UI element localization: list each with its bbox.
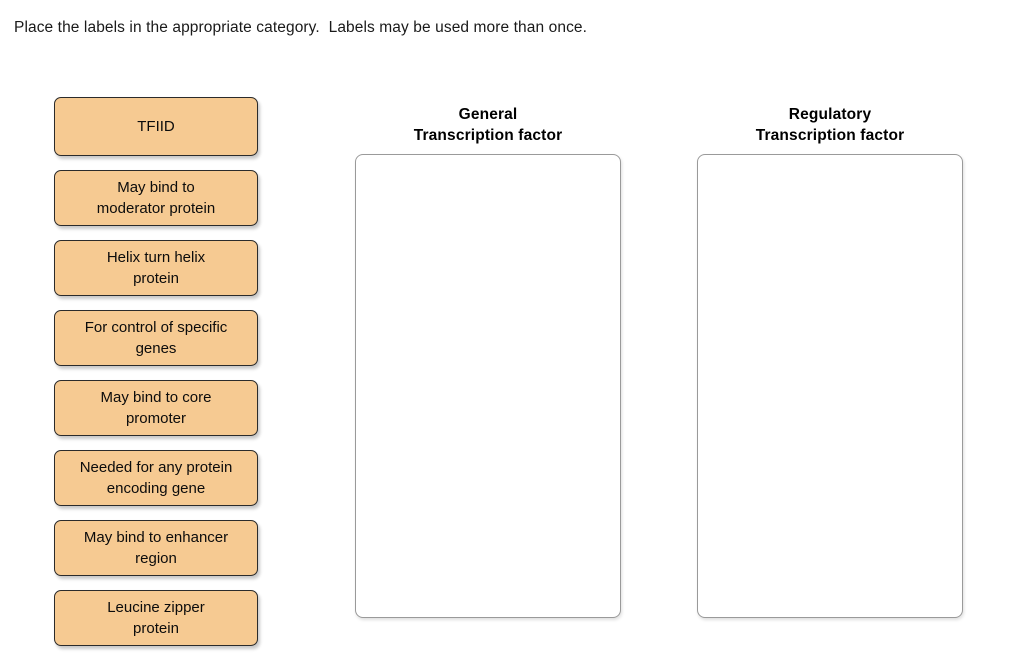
category-title-general: General Transcription factor (413, 106, 563, 144)
drag-label-may-bind-moderator-protein[interactable]: May bind to moderator protein (54, 170, 258, 226)
drag-label-needed-for-any-protein-encoding-gene[interactable]: Needed for any protein encoding gene (54, 450, 258, 506)
drag-label-text: For control of specific genes (84, 319, 228, 357)
drag-label-text: May bind to core promoter (100, 389, 212, 427)
drag-label-text: May bind to enhancer region (83, 529, 229, 567)
drag-label-text: Leucine zipper protein (107, 599, 205, 637)
category-regulatory-transcription-factor: Regulatory Transcription factor (697, 104, 963, 618)
drag-label-tfiid[interactable]: TFIID (54, 97, 258, 156)
drag-label-may-bind-enhancer-region[interactable]: May bind to enhancer region (54, 520, 258, 576)
drag-label-helix-turn-helix-protein[interactable]: Helix turn helix protein (54, 240, 258, 296)
drag-label-may-bind-core-promoter[interactable]: May bind to core promoter (54, 380, 258, 436)
drag-label-leucine-zipper-protein[interactable]: Leucine zipper protein (54, 590, 258, 646)
category-general-transcription-factor: General Transcription factor (355, 104, 621, 618)
instruction-text: Place the labels in the appropriate cate… (14, 19, 588, 36)
drag-label-text: TFIID (137, 118, 175, 135)
drag-label-text: Needed for any protein encoding gene (79, 459, 233, 497)
drag-label-for-control-of-specific-genes[interactable]: For control of specific genes (54, 310, 258, 366)
drop-zone-general-transcription-factor[interactable] (355, 154, 621, 618)
drop-zone-regulatory-transcription-factor[interactable] (697, 154, 963, 618)
label-bank: TFIID May bind to moderator protein Heli… (54, 97, 258, 660)
category-title-regulatory: Regulatory Transcription factor (755, 106, 905, 144)
drag-label-text: May bind to moderator protein (96, 179, 216, 217)
drag-label-text: Helix turn helix protein (106, 249, 206, 287)
